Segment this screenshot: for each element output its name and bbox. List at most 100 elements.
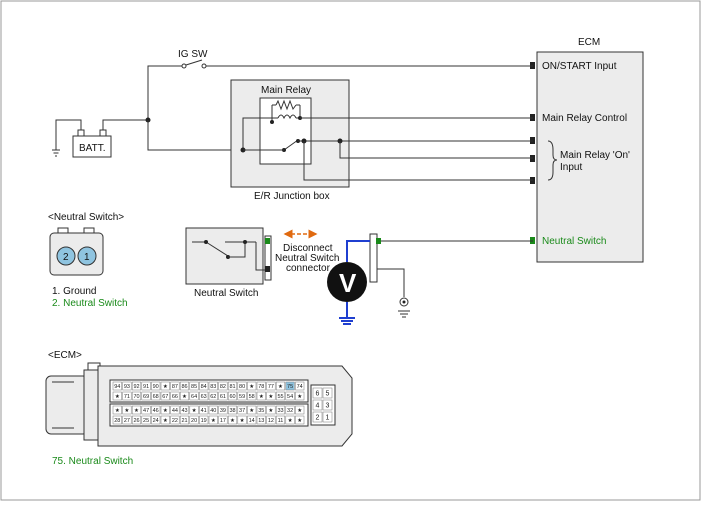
- ecm-pin-label: 22: [172, 418, 178, 424]
- ecm-pin-label: ★: [163, 383, 168, 390]
- ecm-pin-cell: [247, 405, 257, 415]
- ecm-pin-label: 92: [133, 384, 139, 390]
- ecm-pin-cell: [170, 391, 180, 401]
- voltmeter-ground-symbol: [339, 317, 355, 325]
- ecm-pin-label: ★: [268, 393, 273, 400]
- ecm-side-pin-cell: [312, 411, 323, 423]
- ecm-pin-cell: [160, 405, 170, 415]
- ecm-pin-label: ★: [259, 393, 264, 400]
- ecm-pin-cell: [275, 381, 286, 391]
- ecm-pin-label: 54: [287, 394, 293, 400]
- ecm-pin-label: 33: [277, 408, 283, 414]
- ecm-pin-cell: [247, 391, 257, 401]
- neutral-switch-blade: [205, 241, 229, 257]
- ecm-pin-cell: [170, 415, 180, 425]
- ecm-pin-label: 62: [210, 394, 216, 400]
- ecm-pin-label: ★: [163, 417, 168, 424]
- ecm-pin-cell: [275, 415, 286, 425]
- ecm-pin-label: 25: [143, 418, 149, 424]
- ecm-pin-cell: [227, 405, 238, 415]
- ecm-pin-label: 13: [258, 418, 264, 424]
- neutral-legend-2: 2. Neutral Switch: [52, 298, 128, 309]
- ecm-pin-cell: [141, 415, 151, 425]
- neutral-connector-title: <Neutral Switch>: [48, 212, 124, 223]
- wire-neutral-ground: [377, 268, 405, 297]
- junction-box-label: E/R Junction box: [254, 191, 330, 202]
- ecm-pin-cell: [199, 391, 209, 401]
- ecm-side-connector: [369, 233, 378, 283]
- main-relay-box: [259, 97, 312, 165]
- ecm-pin-cell: [285, 381, 295, 391]
- ecm-pin-label: 58: [249, 394, 255, 400]
- ecm-pin-label: 47: [143, 408, 149, 414]
- ecm-pin-cell: [218, 381, 228, 391]
- battery-ground-wire: [55, 119, 82, 150]
- ecm-pin-label: 59: [239, 394, 245, 400]
- ecm-pin-label: ★: [268, 407, 273, 414]
- ecm-pin-cell: [256, 405, 266, 415]
- ecm-pin-cell: [256, 381, 266, 391]
- ig-sw-label: IG SW: [178, 49, 208, 60]
- ecm-side-pin-cell: [312, 399, 323, 411]
- ecm-pin-label: 14: [249, 418, 255, 424]
- disconnect-label-1: Disconnect: [283, 243, 333, 254]
- ecm-pin-label: 85: [191, 384, 197, 390]
- ecm-pin-label: 90: [153, 384, 159, 390]
- ecm-pin-label: 24: [153, 418, 159, 424]
- ecm-pin-cell: [237, 391, 247, 401]
- neutral-connector-pin-2-label: 2: [63, 252, 69, 263]
- disconnect-label-2: Neutral Switch: [275, 253, 339, 264]
- ecm-pin-label: 41: [201, 408, 207, 414]
- ecm-label-relay-on: Main Relay 'On': [560, 150, 630, 161]
- ecm-label-relay-on-input: Input: [560, 162, 582, 173]
- ecm-pin-label: ★: [240, 417, 245, 424]
- ecm-label-neutral: Neutral Switch: [542, 236, 606, 247]
- ecm-pin-label: 71: [124, 394, 130, 400]
- ecm-pin-cell: [256, 391, 266, 401]
- ecm-pin-label: 27: [124, 418, 130, 424]
- battery-box: [72, 135, 112, 158]
- ecm-pin-cell: [131, 415, 142, 425]
- wire-relay-on-3: [303, 141, 533, 181]
- ecm-side-pin-label: 4: [316, 403, 320, 410]
- ecm-pin-label: 39: [220, 408, 226, 414]
- disconnect-label-3: connector: [286, 263, 331, 274]
- ecm-pin-cell: [131, 405, 142, 415]
- ecm-pin-cell: [170, 405, 180, 415]
- ecm-pin-label: 12: [268, 418, 274, 424]
- ecm-pin-cell: [237, 381, 247, 391]
- ecm-pin-cell: [131, 391, 142, 401]
- ecm-pin-label: 64: [191, 394, 197, 400]
- ecm-pin-label: 17: [220, 418, 226, 424]
- ecm-pin-cell: [112, 415, 122, 425]
- ecm-pin-label: 77: [268, 384, 274, 390]
- ecm-pin-label: ★: [249, 407, 254, 414]
- ecm-pin-cell: [141, 381, 151, 391]
- ecm-pin-cell: [179, 391, 190, 401]
- ecm-pin-cell: [179, 381, 190, 391]
- ecm-side-pin-cell: [322, 411, 333, 423]
- voltmeter-symbol: V: [339, 268, 357, 298]
- ecm-pin-cell: [247, 415, 257, 425]
- ecm-side-pin-label: 3: [326, 403, 330, 410]
- voltmeter: [327, 262, 367, 302]
- ecm-pin-cell: [122, 405, 132, 415]
- relay-switch-blade: [283, 139, 299, 151]
- ecm-pin-cell: [141, 391, 151, 401]
- ecm-pin-label: ★: [182, 393, 187, 400]
- ecm-pin-cell: [179, 405, 190, 415]
- ecm-pin-label: 66: [172, 394, 178, 400]
- ecm-pin-label: 75: [287, 384, 293, 390]
- ecm-pin-label: 38: [229, 408, 235, 414]
- ecm-pin-label: 60: [229, 394, 235, 400]
- ecm-side-pin-label: 2: [316, 415, 320, 422]
- neutral-switch-box: [185, 227, 264, 285]
- ecm-pin-cell: [256, 415, 266, 425]
- ecm-pin-label: 63: [201, 394, 207, 400]
- ecm-pin-label: 21: [181, 418, 187, 424]
- ecm-pin-label: 32: [287, 408, 293, 414]
- ecm-pin-cell: [112, 391, 122, 401]
